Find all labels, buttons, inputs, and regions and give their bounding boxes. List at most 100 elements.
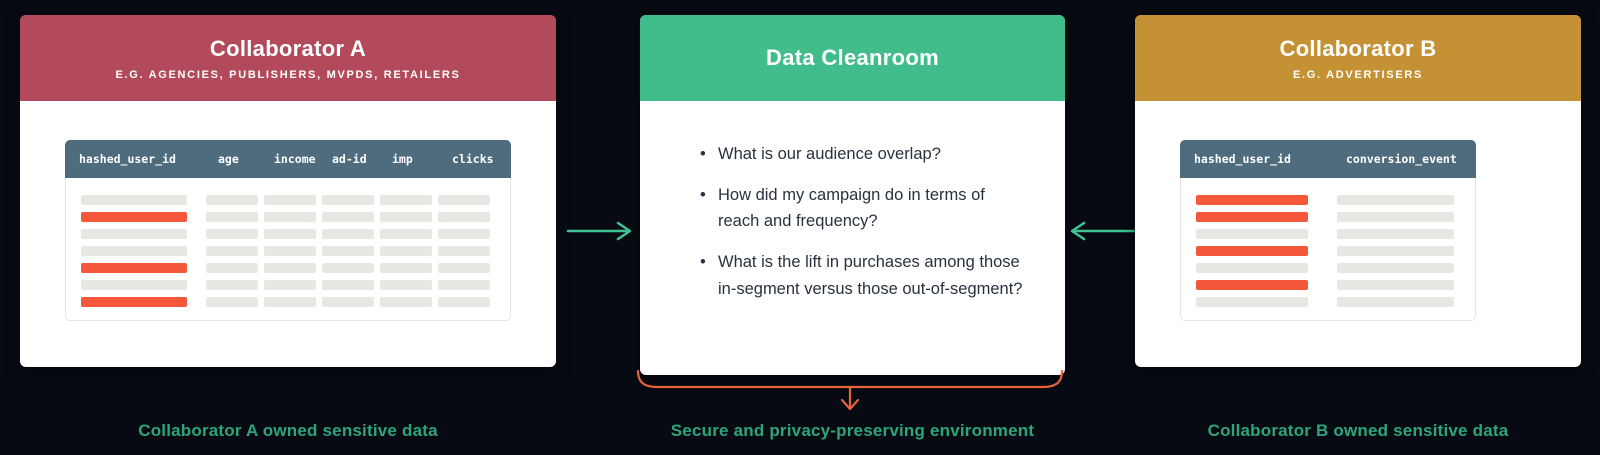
table-collaborator-a: hashed_user_id age income ad-id imp clic… xyxy=(65,140,511,321)
panel-b-title: Collaborator B xyxy=(1279,35,1437,61)
table-b-body xyxy=(1180,178,1476,321)
data-cell-bar xyxy=(438,212,490,222)
data-cell-bar xyxy=(322,246,374,256)
table-row xyxy=(81,280,495,290)
caption-cleanroom: Secure and privacy-preserving environmen… xyxy=(670,421,1035,440)
hashed-id-bar xyxy=(81,229,187,239)
data-cell-bar xyxy=(380,212,432,222)
data-cell-bar xyxy=(1337,246,1454,256)
table-collaborator-b: hashed_user_id conversion_event xyxy=(1180,140,1476,321)
table-row xyxy=(1196,229,1460,239)
data-cell-bar xyxy=(206,195,258,205)
table-b-header-row: hashed_user_id conversion_event xyxy=(1180,140,1476,178)
table-row xyxy=(1196,246,1460,256)
data-cell-bar xyxy=(322,297,374,307)
column-header: hashed_user_id xyxy=(79,152,176,166)
table-row xyxy=(1196,263,1460,273)
data-cell-bar xyxy=(438,280,490,290)
table-row xyxy=(1196,195,1460,205)
cleanroom-question: How did my campaign do in terms of reach… xyxy=(698,182,1029,235)
table-row xyxy=(81,297,495,307)
data-cell-bar xyxy=(206,297,258,307)
panel-a-subtitle: E.G. AGENCIES, PUBLISHERS, MVPDS, RETAIL… xyxy=(115,68,461,81)
data-cell-bar xyxy=(380,195,432,205)
cleanroom-header: Data Cleanroom xyxy=(640,15,1065,101)
data-cell-bar xyxy=(438,246,490,256)
data-cell-bar xyxy=(264,195,316,205)
hashed-id-bar xyxy=(81,297,187,307)
data-cell-bar xyxy=(380,297,432,307)
data-cell-bar xyxy=(264,229,316,239)
data-cell-bar xyxy=(1337,229,1454,239)
cleanroom-question: What is our audience overlap? xyxy=(698,141,1029,168)
arrow-left-icon xyxy=(1070,221,1136,241)
hashed-id-bar xyxy=(1196,263,1308,273)
data-cell-bar xyxy=(438,297,490,307)
data-cell-bar xyxy=(322,263,374,273)
panel-data-cleanroom: Data Cleanroom What is our audience over… xyxy=(640,15,1065,375)
data-cell-bar xyxy=(206,263,258,273)
table-row xyxy=(81,229,495,239)
table-row xyxy=(81,246,495,256)
cleanroom-question: What is the lift in purchases among thos… xyxy=(698,249,1029,302)
hashed-id-bar xyxy=(1196,195,1308,205)
table-a-header-row: hashed_user_id age income ad-id imp clic… xyxy=(65,140,511,178)
data-cell-bar xyxy=(264,297,316,307)
cleanroom-title: Data Cleanroom xyxy=(766,45,939,70)
table-row xyxy=(1196,297,1460,307)
column-header: hashed_user_id xyxy=(1194,152,1291,166)
data-cell-bar xyxy=(322,229,374,239)
data-cell-bar xyxy=(380,229,432,239)
panel-a-title: Collaborator A xyxy=(209,35,367,61)
hashed-id-bar xyxy=(81,280,187,290)
column-header: ad-id xyxy=(332,152,367,166)
data-cell-bar xyxy=(322,195,374,205)
table-row xyxy=(81,263,495,273)
panel-b-subtitle: E.G. ADVERTISERS xyxy=(1292,68,1424,81)
table-a-body xyxy=(65,178,511,321)
data-cell-bar xyxy=(206,246,258,256)
hashed-id-bar xyxy=(81,246,187,256)
arrow-right-icon xyxy=(566,221,632,241)
hashed-id-bar xyxy=(81,195,187,205)
data-cell-bar xyxy=(1337,280,1454,290)
hashed-id-bar xyxy=(81,263,187,273)
hashed-id-bar xyxy=(1196,229,1308,239)
data-cell-bar xyxy=(380,263,432,273)
hashed-id-bar xyxy=(1196,280,1308,290)
column-header: conversion_event xyxy=(1346,152,1457,166)
data-cell-bar xyxy=(1337,297,1454,307)
data-cell-bar xyxy=(1337,195,1454,205)
data-cell-bar xyxy=(206,229,258,239)
data-cell-bar xyxy=(438,263,490,273)
panel-b-header: Collaborator B E.G. ADVERTISERS xyxy=(1135,15,1581,101)
panel-a-header: Collaborator A E.G. AGENCIES, PUBLISHERS… xyxy=(20,15,556,101)
data-cell-bar xyxy=(380,246,432,256)
panel-collaborator-b: Collaborator B E.G. ADVERTISERS hashed_u… xyxy=(1135,15,1581,367)
column-header: clicks xyxy=(452,152,494,166)
column-header: imp xyxy=(392,152,413,166)
hashed-id-bar xyxy=(1196,246,1308,256)
table-row xyxy=(81,212,495,222)
bracket-down-arrow-icon xyxy=(636,369,1064,411)
data-cell-bar xyxy=(438,195,490,205)
caption-collaborator-b: Collaborator B owned sensitive data xyxy=(1207,421,1509,440)
data-cell-bar xyxy=(206,212,258,222)
data-cell-bar xyxy=(322,212,374,222)
data-cell-bar xyxy=(380,280,432,290)
hashed-id-bar xyxy=(1196,212,1308,222)
data-cell-bar xyxy=(1337,212,1454,222)
hashed-id-bar xyxy=(1196,297,1308,307)
data-cell-bar xyxy=(264,246,316,256)
table-row xyxy=(81,195,495,205)
hashed-id-bar xyxy=(81,212,187,222)
data-cell-bar xyxy=(264,212,316,222)
data-cell-bar xyxy=(264,280,316,290)
data-cell-bar xyxy=(264,263,316,273)
data-cell-bar xyxy=(206,280,258,290)
data-cell-bar xyxy=(438,229,490,239)
column-header: income xyxy=(274,152,316,166)
table-row xyxy=(1196,280,1460,290)
panel-collaborator-a: Collaborator A E.G. AGENCIES, PUBLISHERS… xyxy=(20,15,556,367)
column-header: age xyxy=(218,152,239,166)
